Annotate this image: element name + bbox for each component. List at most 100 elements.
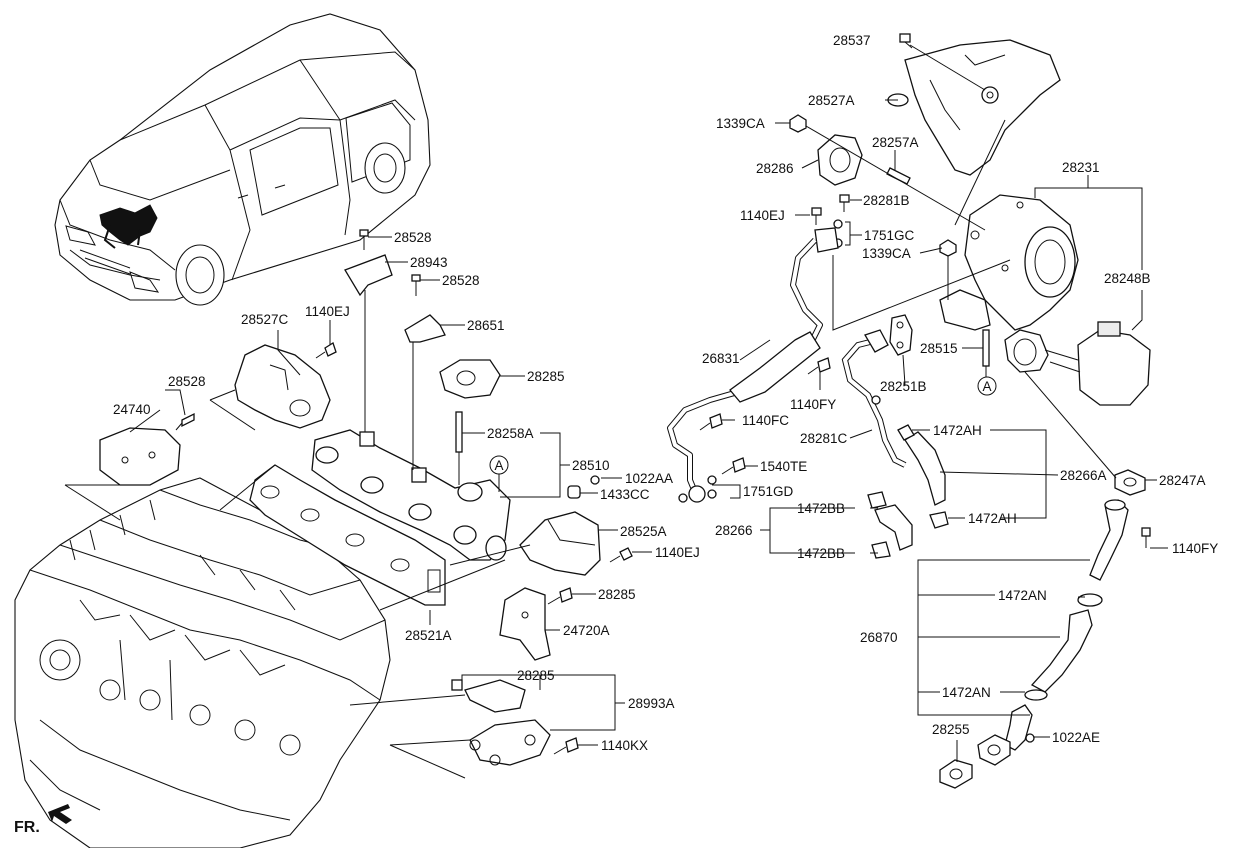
label-1540TE: 1540TE [760,459,807,474]
label-1140EJ-c: 1140EJ [655,545,700,560]
label-1140FY-b: 1140FY [1172,541,1218,556]
nut-1339CA-a [789,114,807,133]
nut-1339CA-b [939,239,957,257]
bracket-28651 [404,314,446,470]
oil-return-pipe [841,329,907,468]
label-26870: 26870 [860,630,898,645]
label-28266A: 28266A [1060,468,1107,483]
bolt-28528-c [411,274,421,296]
label-28943: 28943 [410,255,448,270]
reference-marker-a-right: A [977,376,997,396]
actuator-28248B [1044,321,1151,406]
bolt-28281B [839,194,850,212]
gasket-28521A [249,464,446,606]
label-28285-a: 28285 [527,369,565,384]
label-28251B: 28251B [880,379,927,394]
turbocharger-28231 [939,194,1079,373]
washer-1751GD [707,475,717,499]
label-28528-c: 28528 [442,273,480,288]
label-1472AH-a: 1472AH [933,423,982,438]
label-28255: 28255 [932,722,970,737]
reference-marker-a-left: A [489,455,509,492]
bolt-1140KX [553,737,579,755]
bracket-28943 [344,254,393,432]
front-direction-indicator: FR. [14,804,72,836]
label-1022AA: 1022AA [625,471,673,486]
label-1472BB-b: 1472BB [797,546,845,561]
fitting-1433CC [567,475,600,499]
bolt-28537 [899,33,913,49]
ref-a-right-label: A [982,379,991,394]
label-28247A: 28247A [1159,473,1206,488]
gasket-28247A [1114,469,1146,496]
bracket-28993A [451,679,551,766]
banjo-1751GC [814,219,843,253]
heat-shield-28527A [887,39,1061,176]
label-1339CA-a: 1339CA [716,116,765,131]
part-labels: 28537 28527A 1339CA 28257A 28286 28231 2… [113,33,1218,753]
label-24740: 24740 [113,402,151,417]
label-1022AE: 1022AE [1052,730,1100,745]
label-1339CA-b: 1339CA [862,246,911,261]
bolt-1540TE [721,457,746,475]
label-28651: 28651 [467,318,505,333]
label-1140EJ-a: 1140EJ [740,208,785,223]
bolt-28528-a [175,412,195,431]
label-28248B: 28248B [1104,271,1151,286]
oil-pipe-26831 [667,237,823,503]
label-28285-b: 28285 [598,587,636,602]
label-1751GC: 1751GC [864,228,915,243]
label-1751GD: 1751GD [743,484,794,499]
gasket-28286 [817,134,863,186]
label-1472BB-a: 1472BB [797,501,845,516]
label-28527A: 28527A [808,93,855,108]
exhaust-manifold [311,429,511,561]
label-1140FY-a: 1140FY [790,397,836,412]
label-28537: 28537 [833,33,871,48]
bolt-28285-b [547,587,573,605]
label-28285-c: 28285 [517,668,555,683]
label-1472AH-b: 1472AH [968,511,1017,526]
clamp-1472AN-a [1077,593,1103,607]
label-28521A: 28521A [405,628,452,643]
pipe-28255 [939,704,1033,789]
gasket-28251B [889,314,913,356]
label-28281B: 28281B [863,193,910,208]
label-28257A: 28257A [872,135,919,150]
label-24720A: 24720A [563,623,610,638]
heat-shield-28525A [519,511,601,576]
label-1433CC: 1433CC [600,487,650,502]
label-28515: 28515 [920,341,958,356]
label-28281C: 28281C [800,431,848,446]
bracket-24720A [499,587,551,661]
label-26831: 26831 [702,351,740,366]
label-28231: 28231 [1062,160,1100,175]
label-28266: 28266 [715,523,753,538]
bolt-1140FY-b [1141,527,1151,548]
bolt-1140FC [699,413,723,431]
label-28525A: 28525A [620,524,667,539]
front-arrow-icon [48,804,72,824]
vehicle-illustration [54,13,431,306]
label-28527C: 28527C [241,312,289,327]
label-28528-b: 28528 [394,230,432,245]
label-1472AN-a: 1472AN [998,588,1047,603]
stud-28515 [982,329,990,367]
gasket-28285-a [439,359,501,399]
bracket-24740 [99,427,181,486]
hose-26870 [1030,609,1093,693]
label-1140EJ-b: 1140EJ [305,304,350,319]
label-1472AN-b: 1472AN [942,685,991,700]
label-1140KX: 1140KX [601,738,648,753]
nut-1022AE [1025,733,1035,743]
hose-28266A [897,424,949,529]
label-28528-a: 28528 [168,374,206,389]
pipe-26870-upper [1089,499,1129,581]
front-label: FR. [14,819,40,836]
label-28286: 28286 [756,161,794,176]
label-28993A: 28993A [628,696,675,711]
bolt-1140EJ-c [609,547,633,563]
heat-shield-28527C [234,344,331,429]
bolt-1140EJ-b [315,342,337,359]
